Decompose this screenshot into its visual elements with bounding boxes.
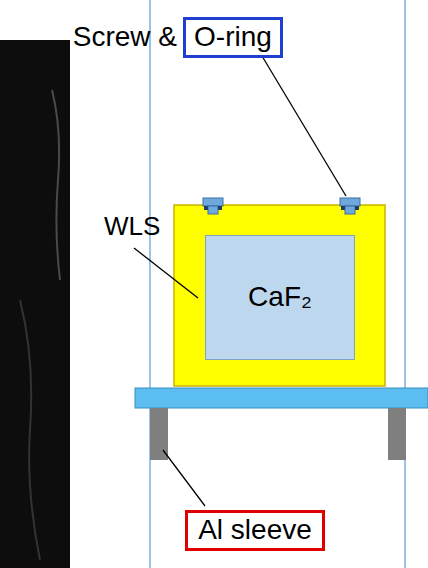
photo: [0, 40, 70, 568]
tube-wall: [404, 0, 406, 568]
node-text: O-ring: [194, 22, 272, 53]
al-sleeve: [388, 408, 406, 460]
screw-symbol: [203, 198, 360, 214]
o-ring-box: O-ring: [183, 17, 283, 58]
node-text: CaF₂: [248, 282, 312, 313]
tube-wall: [149, 0, 151, 568]
leader-line: [262, 56, 346, 196]
leader-line: [163, 450, 205, 506]
part-name: WLS: [104, 212, 160, 241]
o-ring-symbol: [204, 206, 359, 210]
caf2-crystal: CaF₂: [205, 235, 355, 360]
al-sleeve-box: Al sleeve: [185, 510, 325, 551]
part-name: Screw &: [73, 22, 177, 53]
wls-box: [174, 205, 385, 386]
leader-line: [134, 248, 198, 298]
base-plate: [135, 388, 428, 408]
node-text: Al sleeve: [198, 515, 312, 546]
